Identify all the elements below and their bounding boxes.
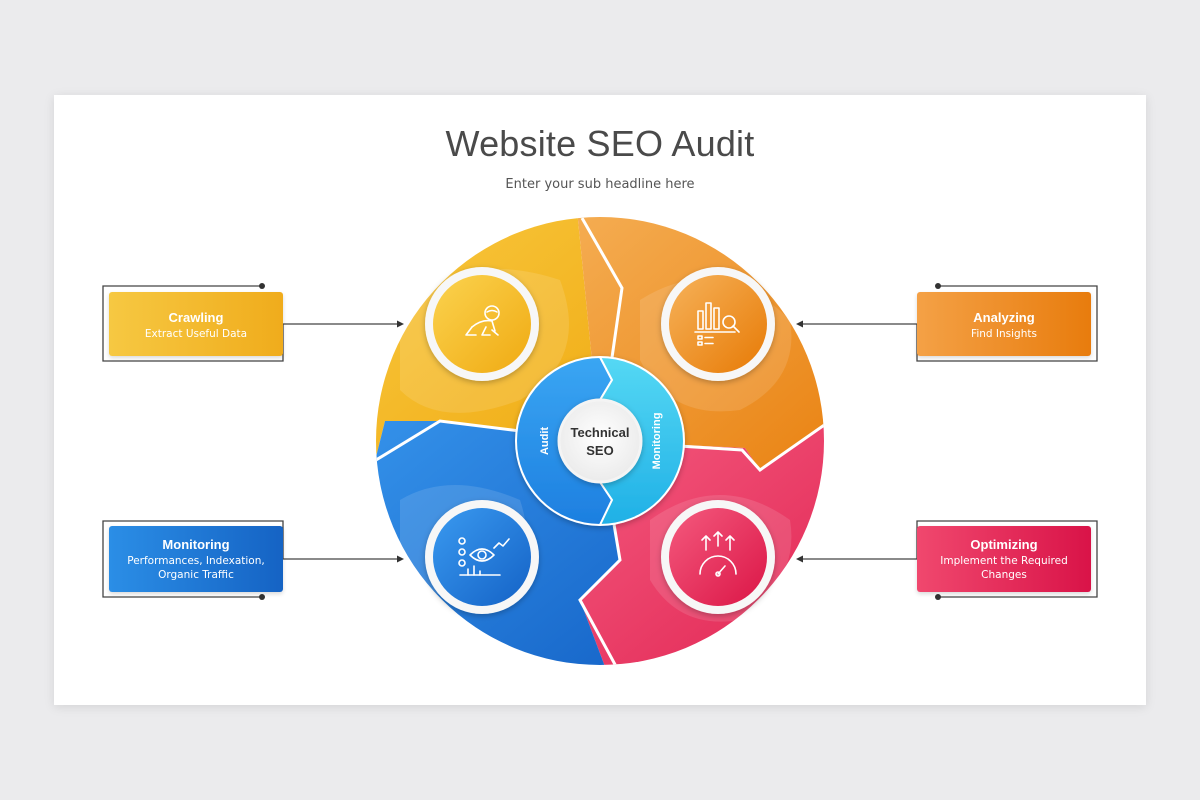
card-monitoring-desc-line2: Organic Traffic [158, 569, 234, 581]
badge-monitoring [425, 500, 539, 614]
connector-monitoring [102, 520, 400, 598]
gauge-arrows-up-icon [699, 531, 737, 577]
page-subtitle: Enter your sub headline here [505, 177, 695, 192]
center-title-line2: SEO [586, 443, 613, 458]
badge-crawling [425, 267, 539, 381]
card-analyzing: Analyzing Find Insights [917, 292, 1091, 356]
arrowhead-crawling [397, 320, 404, 328]
center-title-line1: Technical [570, 425, 629, 440]
badge-analyzing [661, 267, 775, 381]
card-crawling-desc: Extract Useful Data [144, 328, 248, 340]
connector-crawling [102, 285, 400, 362]
eye-analytics-icon [458, 537, 510, 576]
card-analyzing-desc: Find Insights [971, 328, 1037, 340]
badge-optimizing [661, 500, 775, 614]
connectors [102, 285, 1098, 598]
card-monitoring: Monitoring Performances, Indexation, Org… [109, 526, 283, 592]
card-analyzing-title: Analyzing [973, 310, 1035, 325]
arrowhead-analyzing [796, 320, 803, 328]
card-optimizing-desc-line1: Implement the Required [940, 555, 1068, 567]
dot-monitoring [259, 594, 265, 600]
inner-label-monitoring: Monitoring [651, 413, 663, 470]
card-optimizing-title: Optimizing [970, 537, 1038, 552]
dot-crawling [259, 283, 265, 289]
connector-optimizing [800, 520, 1098, 598]
center-disc [557, 398, 643, 484]
card-monitoring-title: Monitoring [162, 537, 230, 552]
dot-optimizing [935, 594, 941, 600]
inner-label-audit: Audit [539, 427, 551, 455]
card-crawling-title: Crawling [168, 310, 224, 325]
arrowhead-optimizing [796, 555, 803, 563]
card-monitoring-desc-line1: Performances, Indexation, [127, 555, 265, 567]
crawling-baby-icon [465, 305, 500, 336]
bar-chart-magnifier-icon [694, 302, 740, 346]
connector-analyzing [800, 285, 1098, 362]
arrowhead-monitoring [397, 555, 404, 563]
dot-analyzing [935, 283, 941, 289]
card-optimizing-desc-line2: Changes [981, 569, 1027, 581]
page-title: Website SEO Audit [445, 123, 755, 164]
card-crawling: Crawling Extract Useful Data [109, 292, 283, 356]
card-optimizing: Optimizing Implement the Required Change… [917, 526, 1091, 592]
